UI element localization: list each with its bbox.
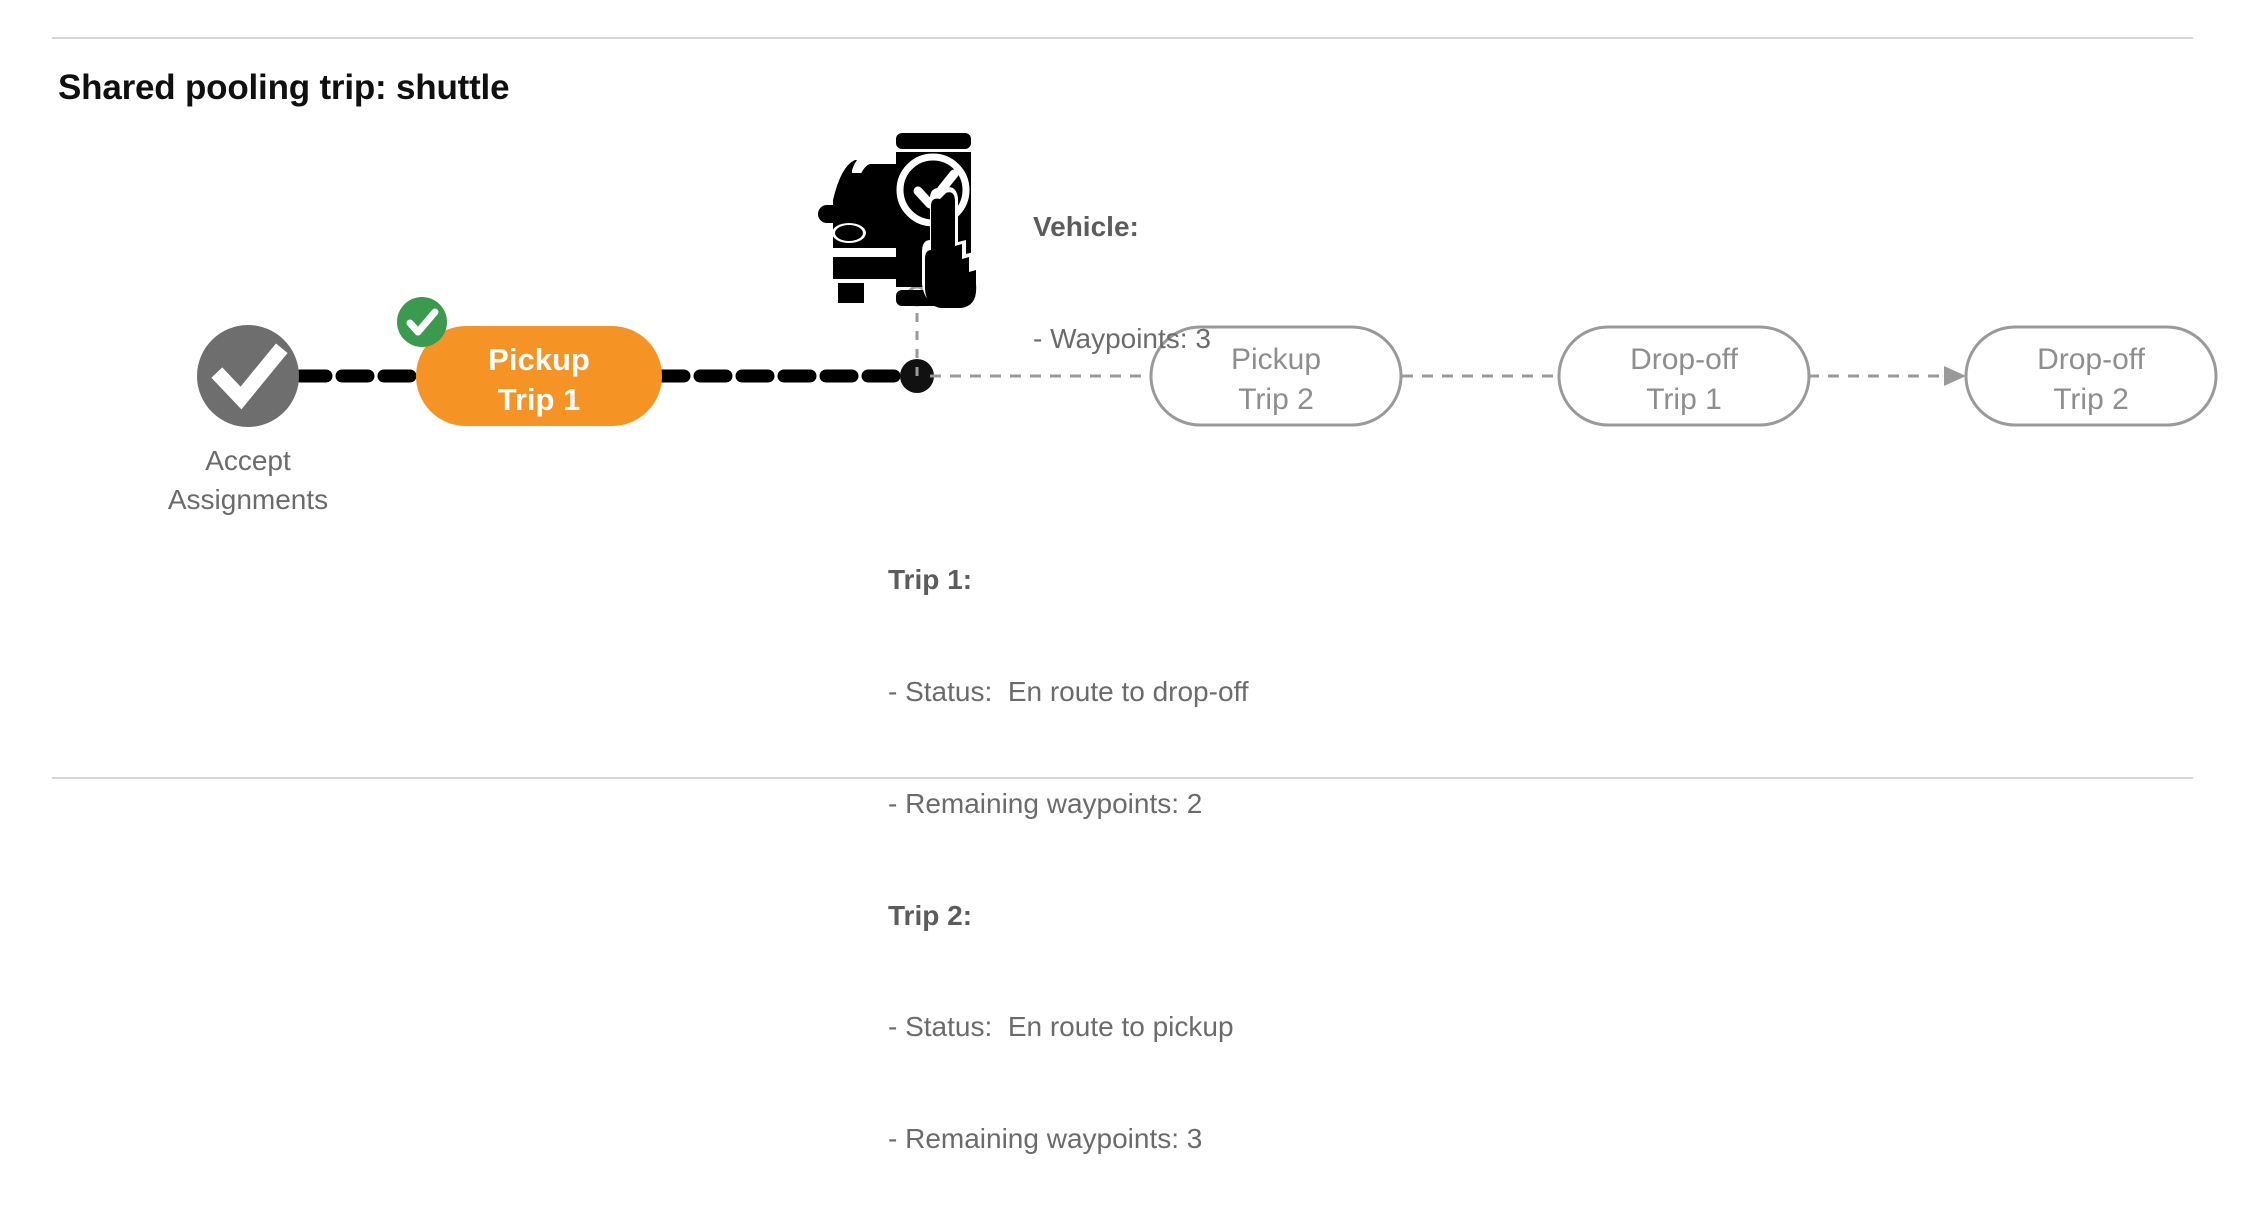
step-dropoff-trip-1[interactable]: Drop-off Trip 1	[1557, 325, 1811, 427]
step-label-line2: Trip 2	[2053, 383, 2129, 416]
trip2-status: - Status: En route to pickup	[888, 1011, 1234, 1043]
step-pill-background	[1557, 325, 1811, 427]
vehicle-info-waypoints: - Waypoints: 3	[1033, 323, 1211, 355]
trip1-waypoints: - Remaining waypoints: 2	[888, 787, 1203, 819]
step-dropoff-trip-2[interactable]: Drop-off Trip 2	[1964, 325, 2218, 427]
vehicle-info-block: Vehicle: - Waypoints: 3	[1033, 134, 1211, 432]
vehicle-info-heading-text: Vehicle	[1033, 211, 1130, 243]
diagram-canvas: Shared pooling trip: shuttle Accept	[52, 37, 2218, 1154]
trip1-status: - Status: En route to drop-off	[888, 676, 1249, 708]
start-node-caption-line1: Accept	[205, 445, 291, 476]
check-mark-icon	[211, 343, 288, 410]
check-circle-icon	[197, 325, 299, 427]
trip1-heading: Trip 1:	[888, 561, 1249, 598]
check-badge-icon	[397, 297, 447, 347]
step-label-line2: Trip 1	[498, 382, 581, 417]
vehicle-info-heading-colon: :	[1129, 211, 1139, 243]
step-label-line1: Pickup	[1231, 343, 1321, 376]
step-label-line1: Drop-off	[1630, 343, 1738, 376]
step-label-line2: Trip 1	[1646, 383, 1722, 416]
step-label-line1: Pickup	[488, 342, 590, 377]
vehicle-info-heading: Vehicle:	[1033, 208, 1211, 245]
route-arrowhead-icon	[1944, 366, 1966, 386]
node-accept-assignments[interactable]: Accept Assignments	[168, 325, 328, 515]
divider-top	[52, 37, 2193, 39]
trip1-heading-text: Trip 1	[888, 564, 963, 596]
step-pill-background	[416, 326, 662, 426]
trip2-heading-colon: :	[962, 899, 973, 931]
trip-info-block: Trip 1: - Status: En route to drop-off -…	[888, 487, 1249, 1232]
step-pill-background	[1964, 325, 2218, 427]
step-pickup-trip-2[interactable]: Pickup Trip 2	[1149, 325, 1403, 427]
trip2-heading-text: Trip 2	[888, 899, 963, 931]
divider-bottom	[52, 777, 2193, 779]
trip2-waypoints: - Remaining waypoints: 3	[888, 1122, 1203, 1154]
vehicle-phone-check-icon	[818, 133, 983, 308]
trip1-heading-colon: :	[962, 564, 973, 596]
step-pickup-trip-1[interactable]: Pickup Trip 1	[397, 297, 662, 426]
step-label-line2: Trip 2	[1238, 383, 1314, 416]
trip2-heading: Trip 2:	[888, 897, 1249, 934]
step-label-line1: Drop-off	[2037, 343, 2145, 376]
page-title: Shared pooling trip: shuttle	[58, 68, 510, 107]
step-pill-background	[1149, 325, 1403, 427]
start-node-caption-line2: Assignments	[168, 484, 328, 515]
flow-diagram: Accept Assignments Pickup Trip 1 Pickup …	[168, 133, 2218, 515]
